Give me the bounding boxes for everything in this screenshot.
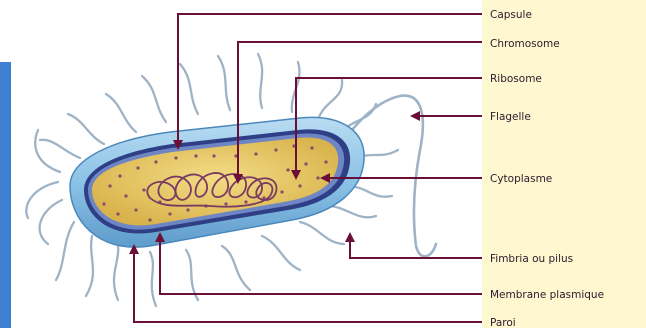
pilus [86, 236, 93, 296]
pilus [68, 114, 104, 144]
pilus [56, 222, 74, 280]
ribosome-dot [280, 190, 283, 193]
pilus [40, 140, 80, 158]
pilus [186, 250, 198, 300]
ribosome-dot [154, 160, 157, 163]
label-ribosome: Ribosome [490, 73, 542, 85]
pilus [218, 56, 230, 110]
ribosome-dot [142, 188, 145, 191]
label-membrane: Membrane plasmique [490, 289, 604, 301]
pilus [222, 246, 250, 290]
ribosome-dot [186, 208, 189, 211]
ribosome-dot [194, 154, 197, 157]
pilus [318, 80, 342, 120]
ribosome-dot [118, 174, 121, 177]
ribosome-dot [212, 154, 215, 157]
frame-accent-bar [0, 62, 11, 328]
ribosome-dot [224, 202, 227, 205]
pilus [142, 76, 166, 122]
ribosome-dot [136, 166, 139, 169]
leader-line-paroi [134, 252, 482, 322]
pilus [262, 236, 300, 270]
pilus [40, 200, 62, 244]
ribosome-dot [116, 212, 119, 215]
arrowhead-flagelle [410, 111, 420, 121]
pilus [328, 206, 376, 217]
pilus [150, 252, 156, 306]
pilus [300, 222, 344, 244]
label-cytoplasme: Cytoplasme [490, 173, 552, 185]
label-flagelle: Flagelle [490, 111, 531, 123]
pilus [26, 182, 58, 218]
label-fimbria: Fimbria ou pilus [490, 253, 573, 265]
pilus [114, 246, 118, 300]
label-chromosome: Chromosome [490, 38, 560, 50]
ribosome-dot [102, 202, 105, 205]
label-paroi: Paroi [490, 317, 516, 328]
ribosome-dot [134, 208, 137, 211]
label-capsule: Capsule [490, 9, 532, 21]
ribosome-dot [244, 200, 247, 203]
pilus [180, 64, 198, 114]
pilus [106, 94, 136, 132]
ribosome-dot [324, 160, 327, 163]
ribosome-dot [168, 212, 171, 215]
arrowhead-fimbria [345, 232, 355, 242]
ribosome-dot [310, 146, 313, 149]
ribosome-dot [304, 162, 307, 165]
ribosome-dot [298, 184, 301, 187]
ribosome-dot [124, 194, 127, 197]
ribosome-dot [108, 184, 111, 187]
ribosome-dot [148, 218, 151, 221]
ribosome-dot [174, 156, 177, 159]
ribosome-dot [254, 152, 257, 155]
ribosome-dot [286, 168, 289, 171]
ribosome-dot [316, 176, 319, 179]
ribosome-dot [274, 148, 277, 151]
pilus [35, 130, 60, 172]
pilus [258, 54, 262, 108]
